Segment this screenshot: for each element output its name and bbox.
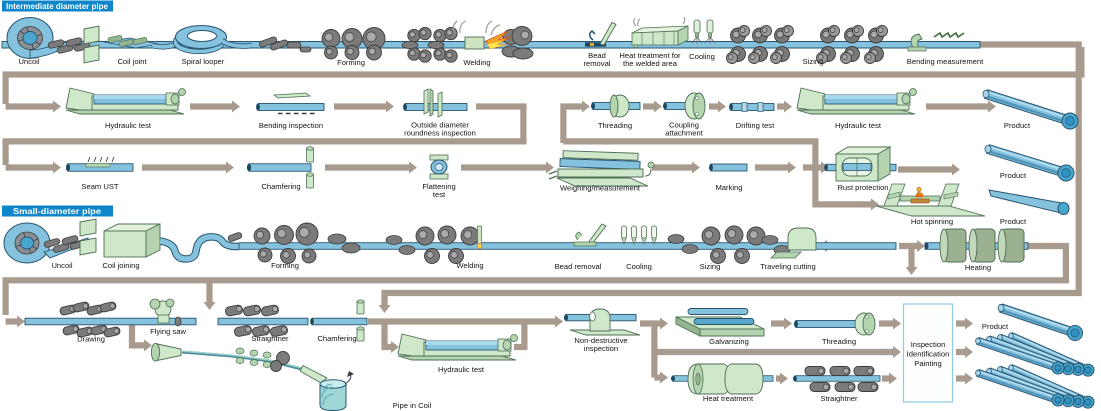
svg-text:Heat treatment for: Heat treatment for: [619, 51, 681, 60]
svg-text:Traveling cutting: Traveling cutting: [760, 262, 815, 271]
svg-text:Hydraulic test: Hydraulic test: [835, 121, 882, 130]
svg-text:Sizing: Sizing: [700, 262, 721, 271]
svg-text:Forming: Forming: [337, 58, 365, 67]
svg-text:Intermediate diameter pipe: Intermediate diameter pipe: [6, 2, 109, 11]
svg-text:Product: Product: [1000, 171, 1027, 180]
svg-text:Threading: Threading: [822, 337, 856, 346]
svg-text:Inspection: Inspection: [911, 340, 946, 349]
svg-text:Bead: Bead: [588, 51, 606, 60]
svg-text:test: test: [433, 190, 446, 199]
svg-text:Marking: Marking: [715, 183, 742, 192]
svg-text:Non-destructive: Non-destructive: [574, 336, 627, 345]
svg-text:Outside diameter: Outside diameter: [411, 121, 469, 130]
svg-text:Flying saw: Flying saw: [150, 327, 186, 336]
svg-text:the welded area: the welded area: [623, 59, 678, 68]
svg-text:Bending measurement: Bending measurement: [907, 57, 984, 66]
svg-text:Drifting test: Drifting test: [736, 121, 775, 130]
svg-text:roundness inspection: roundness inspection: [404, 129, 476, 138]
svg-text:Coil joint: Coil joint: [117, 57, 147, 66]
svg-text:Product: Product: [1000, 217, 1027, 226]
svg-text:inspection: inspection: [584, 344, 618, 353]
svg-text:Hot spinning: Hot spinning: [911, 217, 953, 226]
svg-text:Pipe in Coil: Pipe in Coil: [393, 401, 432, 410]
svg-text:Welding: Welding: [456, 261, 483, 270]
svg-text:Drawing: Drawing: [77, 335, 105, 344]
svg-text:Chamfering: Chamfering: [317, 334, 356, 343]
svg-text:Welding: Welding: [463, 58, 490, 67]
svg-text:Uncoil: Uncoil: [18, 57, 39, 66]
svg-text:Threading: Threading: [598, 121, 632, 130]
svg-text:Product: Product: [1004, 121, 1031, 130]
svg-text:Spiral looper: Spiral looper: [182, 57, 225, 66]
svg-text:Bending inspection: Bending inspection: [259, 121, 323, 130]
svg-text:Rust protection: Rust protection: [837, 183, 888, 192]
svg-text:Forming: Forming: [271, 261, 299, 270]
svg-text:Straightner: Straightner: [251, 334, 289, 343]
svg-text:Weighing/measurement: Weighing/measurement: [560, 184, 641, 193]
svg-text:Coupling: Coupling: [669, 121, 699, 130]
svg-text:Heating: Heating: [965, 263, 991, 272]
svg-text:Bead removal: Bead removal: [555, 262, 602, 271]
svg-text:Sizing: Sizing: [803, 57, 824, 66]
svg-text:Cooling: Cooling: [689, 52, 715, 61]
svg-text:attachment: attachment: [665, 129, 703, 138]
svg-text:Cooling: Cooling: [626, 262, 652, 271]
svg-text:Hydraulic test: Hydraulic test: [105, 121, 152, 130]
svg-text:Coil joining: Coil joining: [102, 261, 139, 270]
svg-text:removal: removal: [583, 59, 610, 68]
svg-text:Identification: Identification: [907, 350, 950, 359]
svg-text:Seam UST: Seam UST: [81, 182, 118, 191]
svg-text:Small-diameter pipe: Small-diameter pipe: [13, 207, 102, 216]
svg-text:Flattening: Flattening: [422, 182, 455, 191]
svg-text:Heat treatment: Heat treatment: [703, 394, 754, 403]
svg-text:Straightner: Straightner: [820, 394, 858, 403]
svg-text:Galvanizing: Galvanizing: [709, 337, 749, 346]
svg-text:Uncoil: Uncoil: [51, 261, 72, 270]
svg-text:Painting: Painting: [914, 359, 941, 368]
svg-text:Hydraulic test: Hydraulic test: [438, 365, 485, 374]
svg-text:Product: Product: [982, 322, 1009, 331]
svg-text:Chamfering: Chamfering: [261, 182, 300, 191]
